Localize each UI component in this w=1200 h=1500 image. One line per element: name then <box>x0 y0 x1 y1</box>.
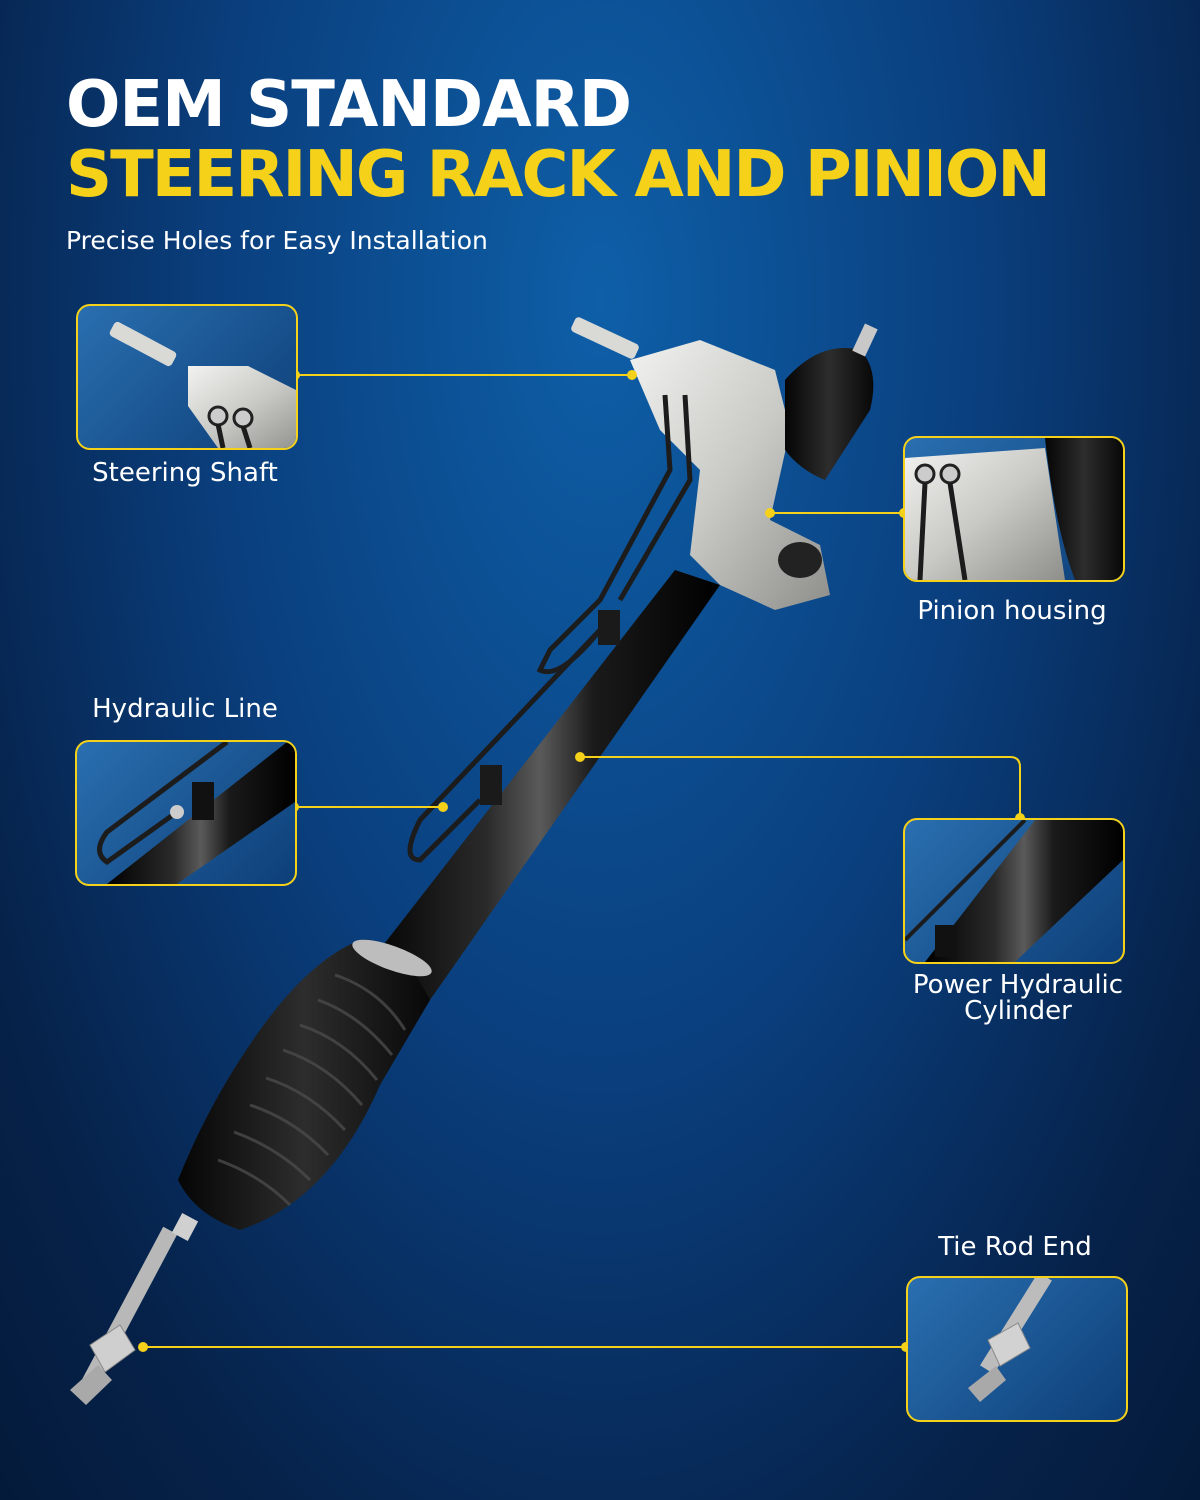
callout-label-power-hydraulic-cylinder-line1: Power Hydraulic <box>912 970 1124 1000</box>
lower-boot-shape <box>178 939 432 1230</box>
power-hydraulic-cylinder-shape <box>360 570 720 1000</box>
hydraulic-lines-shape <box>407 394 693 863</box>
pinion-housing-shape <box>571 317 830 610</box>
callout-label-tie-rod-end: Tie Rod End <box>938 1232 1092 1262</box>
callout-box-tie-rod-end <box>906 1276 1128 1422</box>
hydraulic-line-closeup <box>97 742 295 884</box>
callout-label-hydraulic-line: Hydraulic Line <box>92 694 278 724</box>
steering-shaft-closeup <box>109 321 296 448</box>
leader-lines <box>143 374 1021 1348</box>
tie-rod-end-closeup <box>968 1278 1052 1402</box>
power-hydraulic-cylinder-closeup <box>905 820 1123 962</box>
pinion-housing-closeup <box>905 438 1123 580</box>
subtitle: Precise Holes for Easy Installation <box>66 226 488 255</box>
callout-label-pinion-housing: Pinion housing <box>917 596 1107 626</box>
callout-label-steering-shaft: Steering Shaft <box>92 458 278 488</box>
callout-label-power-hydraulic-cylinder-line2: Cylinder <box>964 996 1072 1026</box>
tie-rod-shape <box>70 1213 199 1405</box>
callout-box-hydraulic-line <box>75 740 297 886</box>
callout-box-steering-shaft <box>76 304 298 450</box>
callout-box-pinion-housing <box>903 436 1125 582</box>
callout-box-power-hydraulic-cylinder <box>903 818 1125 964</box>
headline-line-2: STEERING RACK AND PINION <box>66 138 1051 212</box>
headline-line-1: OEM STANDARD <box>66 68 632 142</box>
hydraulic-fitting-lower <box>480 765 502 805</box>
hydraulic-fitting-upper <box>598 610 620 645</box>
upper-boot-shape <box>785 323 878 480</box>
callout-label-power-hydraulic-cylinder: Power Hydraulic Cylinder <box>903 972 1133 1024</box>
